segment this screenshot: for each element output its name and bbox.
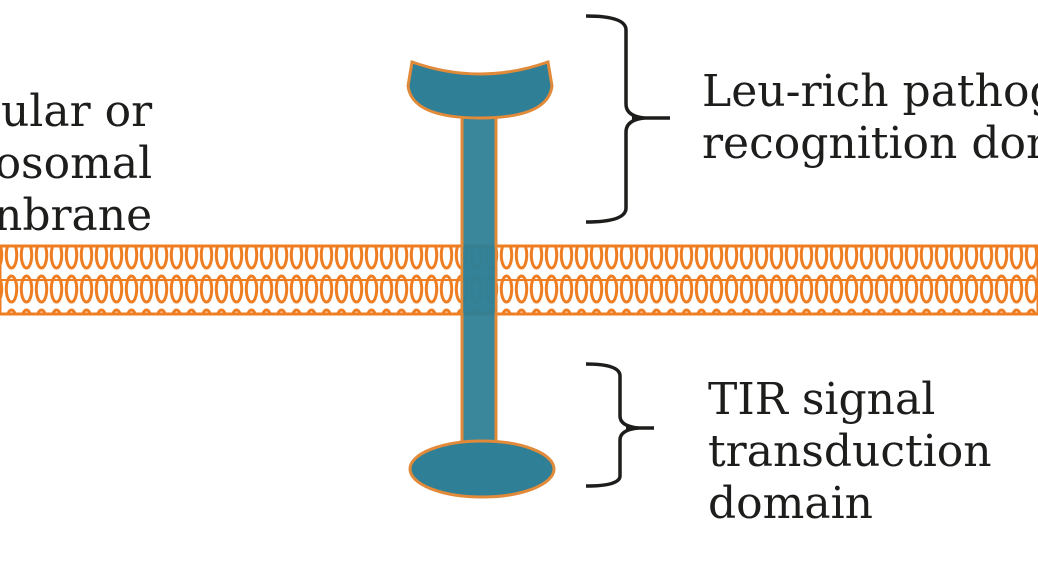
tir-label-line-1: TIR signal: [708, 374, 936, 425]
membrane-label-line-2: osomal: [0, 138, 153, 189]
membrane-bottom-leaflet: [0, 280, 1038, 314]
tir-label-line-3: domain: [708, 478, 874, 529]
ectodomain-label-line-2: recognition dom: [702, 118, 1038, 169]
membrane-label-line-3: nbrane: [0, 190, 153, 241]
tir-label: TIR signal transduction domain: [708, 374, 992, 530]
membrane-label-line-1: ular or: [0, 86, 153, 137]
membrane-label: ular or osomal nbrane: [0, 86, 152, 242]
ectodomain-label-line-1: Leu-rich pathog: [702, 66, 1038, 117]
membrane-top-leaflet: [0, 246, 1038, 280]
tir-label-line-2: transduction: [708, 426, 992, 477]
tir-domain: [408, 439, 556, 499]
leu-rich-ectodomain: [406, 59, 554, 120]
membrane: [0, 244, 1038, 316]
tlr-receptor: [406, 59, 556, 499]
ectodomain-label: Leu-rich pathog recognition dom: [702, 66, 1038, 170]
tir-brace: [585, 362, 639, 488]
